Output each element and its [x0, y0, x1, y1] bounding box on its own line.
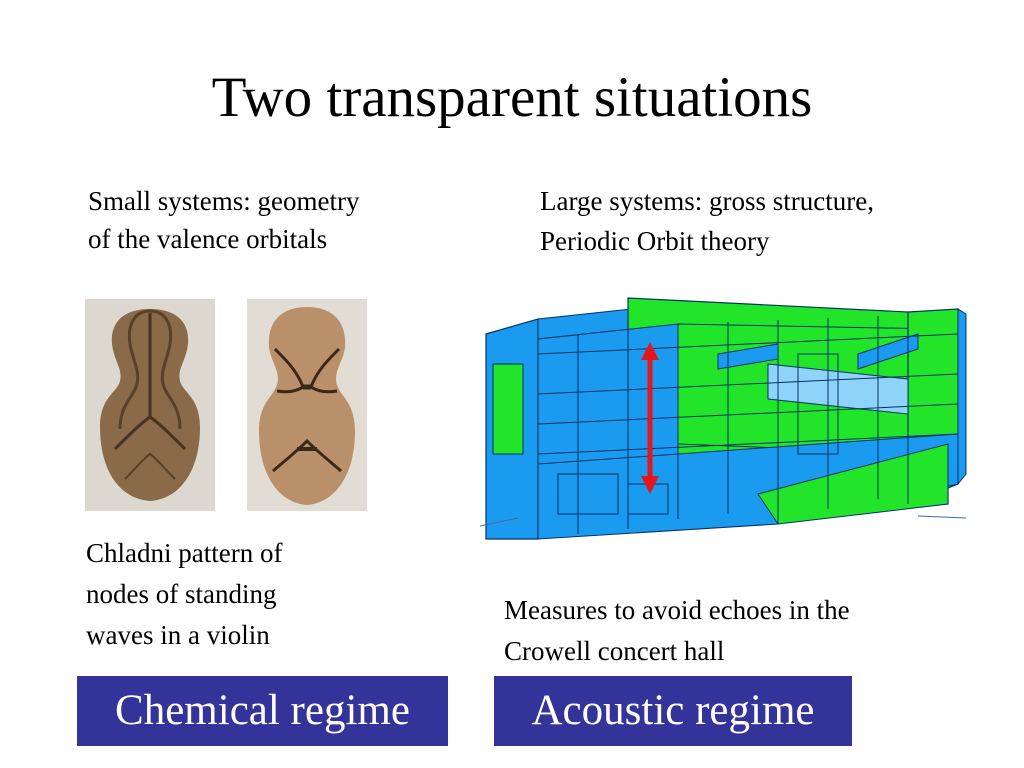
violin-back-image — [85, 299, 215, 511]
small-systems-heading: Small systems: geometry of the valence o… — [88, 186, 360, 254]
slide-title: Two transparent situations — [211, 66, 813, 129]
violin-chladni-photo-2 — [247, 299, 367, 511]
concert-hall-wireframe — [479, 297, 967, 540]
chladni-caption: Chladni pattern of nodes of standing wav… — [86, 538, 283, 650]
concert-hall-model-image — [478, 294, 974, 548]
acoustic-regime-label: Acoustic regime — [494, 676, 852, 746]
concert-hall-caption: Measures to avoid echoes in the Crowell … — [504, 595, 850, 666]
double-arrow-icon — [641, 342, 659, 494]
violin-top-image — [247, 299, 367, 511]
chemical-regime-label: Chemical regime — [77, 676, 448, 746]
violin-chladni-photo-1 — [85, 299, 215, 511]
large-systems-heading: Large systems: gross structure, Periodic… — [540, 186, 874, 256]
